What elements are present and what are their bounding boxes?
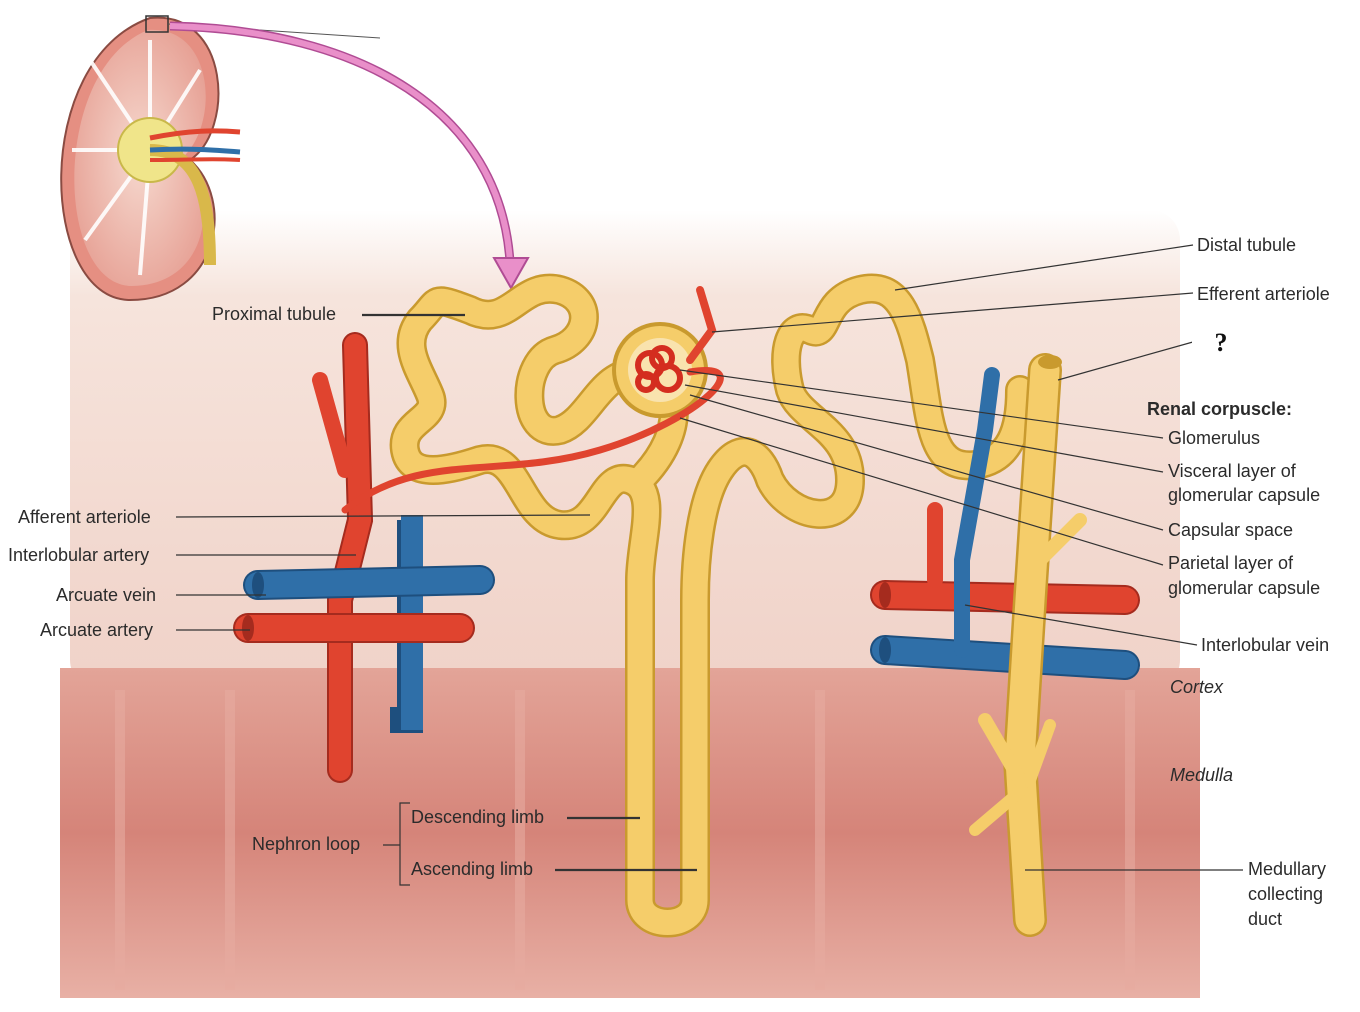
label-visceral-layer-line1: Visceral layer of (1168, 461, 1296, 481)
leader-lines (175, 244, 1243, 886)
label-interlobular-vein: Interlobular vein (1201, 635, 1330, 655)
label-visceral-layer-line2: glomerular capsule (1168, 485, 1321, 505)
label-medulla: Medulla (1170, 765, 1234, 785)
label-proximal-tubule: Proximal tubule (212, 304, 337, 324)
label-arcuate-artery: Arcuate artery (40, 620, 154, 640)
left-vessels (233, 332, 495, 783)
kidney-cross-section (60, 15, 381, 302)
zoom-arrow (169, 21, 530, 291)
label-medullary-line3: duct (1248, 909, 1283, 929)
question-mark-label: ? (1192, 318, 1250, 368)
right-vessels (870, 367, 1140, 680)
label-nephron-loop: Nephron loop (252, 834, 361, 854)
label-medullary-line1: Medullary (1248, 859, 1327, 879)
label-capsular-space: Capsular space (1168, 520, 1294, 540)
label-descending-limb: Descending limb (411, 807, 545, 827)
label-cortex: Cortex (1170, 677, 1224, 697)
nephron-tubule (389, 273, 1035, 938)
label-glomerulus: Glomerulus (1168, 428, 1261, 448)
label-efferent-arteriole: Efferent arteriole (1197, 284, 1330, 304)
label-renal-corpuscle: Renal corpuscle: (1147, 399, 1293, 419)
medulla-streaks (115, 690, 1135, 990)
label-medullary-line2: collecting (1248, 884, 1324, 904)
label-afferent-arteriole: Afferent arteriole (18, 507, 151, 527)
label-arcuate-vein: Arcuate vein (56, 585, 157, 605)
label-parietal-layer-line1: Parietal layer of (1168, 553, 1294, 573)
label-parietal-layer-line2: glomerular capsule (1168, 578, 1321, 598)
label-ascending-limb: Ascending limb (411, 859, 534, 879)
label-interlobular-artery: Interlobular artery (8, 545, 150, 565)
label-distal-tubule: Distal tubule (1197, 235, 1297, 255)
collecting-duct (969, 353, 1087, 937)
renal-corpuscle (341, 286, 724, 514)
